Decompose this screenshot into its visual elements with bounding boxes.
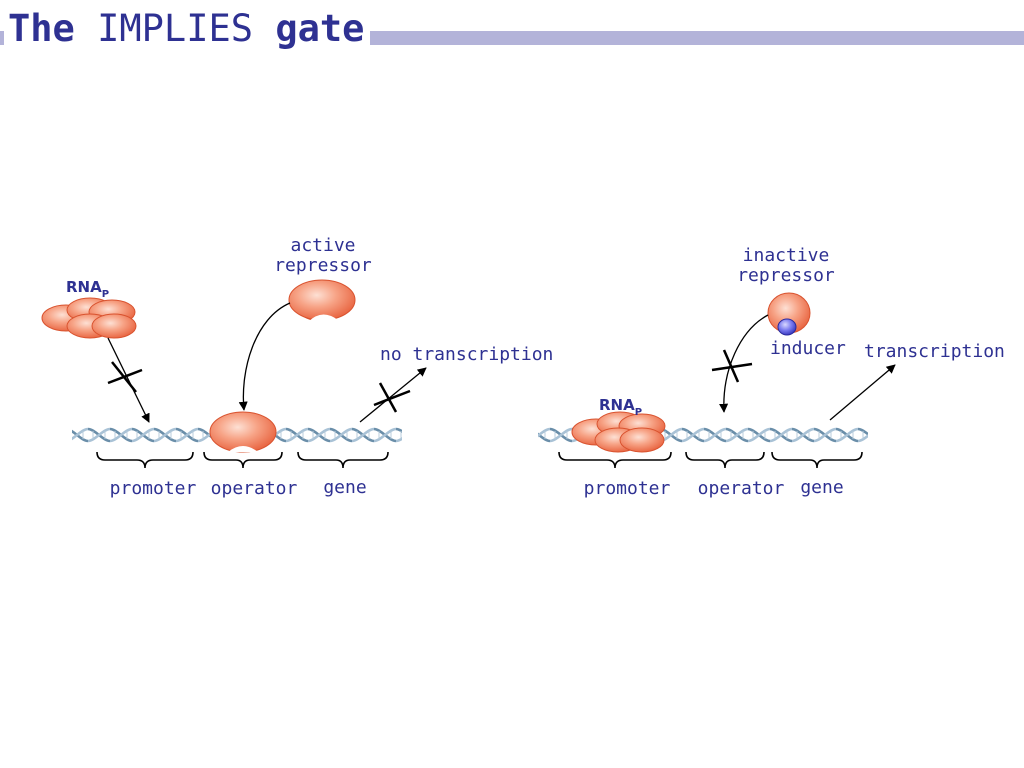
left-panel: RNAP active repressor no transcription — [41, 235, 553, 499]
right-panel: RNAP inactive repressor inducer transcri… — [538, 245, 1005, 499]
inducer-molecule — [777, 318, 797, 336]
region-braces-right — [558, 451, 863, 469]
repressor-binding-arrow-right — [719, 314, 769, 413]
rna-polymerase-left — [41, 297, 137, 339]
transcription-arrow-left — [359, 367, 427, 423]
rna-polymerase-right — [571, 411, 666, 453]
rnap-binding-arrow-left — [107, 337, 150, 423]
operator-label-right: operator — [698, 478, 785, 499]
repressor-notch — [308, 314, 338, 324]
gene-label-right: gene — [800, 477, 843, 498]
region-braces-left — [96, 451, 389, 469]
operator-label-left: operator — [211, 478, 298, 499]
repressor-label-line1-left: active — [290, 235, 355, 256]
bound-repressor-notch — [228, 446, 258, 452]
no-transcription-label: no transcription — [380, 344, 553, 365]
gene-label-left: gene — [323, 477, 366, 498]
rnap-label-left: RNAP — [66, 278, 109, 300]
rnap-label-right: RNAP — [599, 396, 642, 418]
transcription-label: transcription — [864, 341, 1005, 362]
repressor-label-line1-right: inactive — [743, 245, 830, 266]
block-cross-icon — [373, 382, 411, 413]
promoter-label-left: promoter — [110, 478, 197, 499]
repressor-label-line2-left: repressor — [274, 255, 372, 276]
repressor-binding-arrow — [238, 302, 291, 411]
repressor-label-line2-right: repressor — [737, 265, 835, 286]
promoter-label-right: promoter — [584, 478, 671, 499]
block-cross-icon — [711, 349, 753, 383]
page-title: The IMPLIES gate — [4, 4, 371, 54]
active-repressor-body — [288, 279, 356, 321]
inducer-label: inducer — [770, 338, 846, 359]
block-cross-icon — [107, 361, 143, 393]
transcription-arrow-right — [829, 364, 896, 421]
